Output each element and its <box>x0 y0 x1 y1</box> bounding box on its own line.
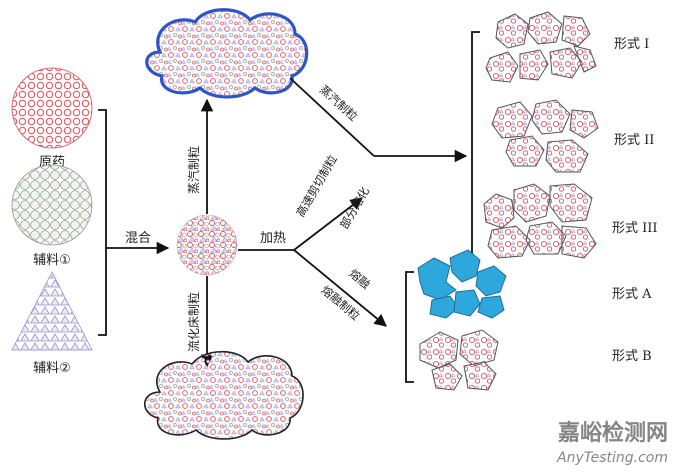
form1-granules <box>485 11 597 83</box>
excipient1-particle-cluster <box>11 164 93 246</box>
label-form3: 形式 III <box>612 221 658 236</box>
watermark-logo: 嘉峪检测网 AnyTesting.com <box>556 420 668 466</box>
label-excipient1: 辅料① <box>33 253 71 268</box>
high-shear-arrow <box>293 197 364 251</box>
label-excipient2: 辅料② <box>33 361 71 376</box>
label-high-shear: 高速剪切制粒 <box>293 153 340 220</box>
steam-to-forms-arrow <box>289 77 375 157</box>
label-fluid-bed: 流化床制粒 <box>186 292 201 352</box>
fluid-bed-cloud <box>143 351 304 440</box>
label-partial-melt: 部分熔化 <box>337 184 372 231</box>
forms-bracket-bottom <box>405 271 414 383</box>
label-formB: 形式 B <box>612 349 652 364</box>
label-form1: 形式 I <box>614 37 649 52</box>
label-steam-granulation-branch: 蒸汽制粒 <box>317 82 361 123</box>
melt-granulation-arrow <box>293 249 387 327</box>
label-melt: 熔融 <box>346 266 373 292</box>
powder-mixture <box>176 214 238 276</box>
label-formA: 形式 A <box>612 287 652 302</box>
label-form2: 形式 II <box>614 133 654 148</box>
form2-granules <box>491 99 599 173</box>
steam-granulation-cloud <box>145 8 309 99</box>
api-particle-cluster <box>11 67 93 149</box>
form3-granules <box>483 183 597 259</box>
ingredients-bracket <box>98 109 107 336</box>
watermark-en: AnyTesting.com <box>556 450 668 466</box>
label-heat: 加热 <box>260 231 286 246</box>
label-steam-granulation: 蒸汽制粒 <box>186 146 201 194</box>
forms-bracket-top <box>471 31 480 263</box>
excipient2-particle-cluster <box>11 271 93 351</box>
formA-melted-granules <box>417 249 507 319</box>
formB-granules <box>419 329 499 391</box>
watermark-cn: 嘉峪检测网 <box>558 420 668 446</box>
label-mix: 混合 <box>125 231 151 246</box>
